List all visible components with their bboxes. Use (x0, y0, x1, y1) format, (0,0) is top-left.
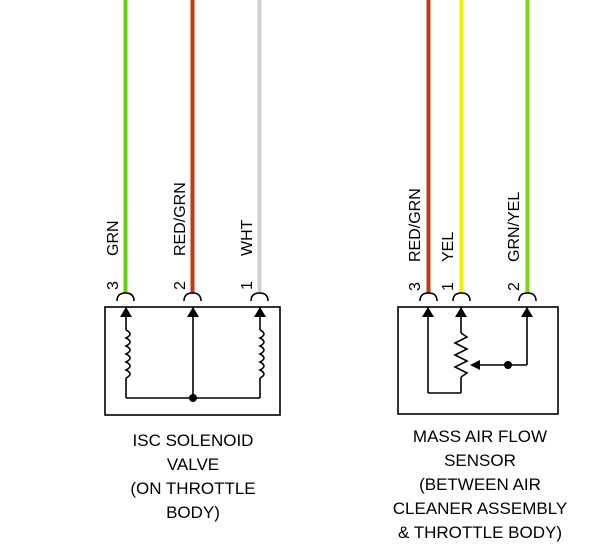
isc-terminal-pin1 (250, 292, 269, 302)
isc-terminal-pin3 (116, 292, 135, 302)
isc-coil-right-icon (258, 329, 265, 379)
maf-caption-line-2: SENSOR (444, 451, 516, 470)
maf-resistor-icon (453, 332, 469, 378)
isc-wire-label-pin1: WHT (239, 219, 256, 256)
isc-arrow-pin1-icon (254, 307, 266, 317)
maf-wire-pin1 (459, 0, 464, 293)
isc-caption-line-3: (ON THROTTLE (130, 479, 255, 498)
maf-pin-number-2: 2 (506, 282, 523, 291)
maf-sensor-component: RED/GRN YEL GRN/YEL 3 1 2 (393, 0, 567, 542)
maf-junction-dot (504, 361, 512, 369)
maf-terminal-pin2 (518, 292, 537, 302)
maf-caption-line-4: CLEANER ASSEMBLY (393, 499, 567, 518)
isc-arrow-pin3-icon (120, 307, 132, 317)
maf-arrow-pin1-icon (455, 307, 467, 317)
maf-terminal-pin1 (452, 292, 471, 302)
maf-arrow-pin2-icon (521, 307, 533, 317)
isc-arrow-pin2-icon (187, 307, 199, 317)
maf-wiper-arrow-icon (470, 360, 480, 370)
maf-component-box (397, 306, 559, 415)
isc-wire-pin3 (123, 0, 128, 293)
maf-pin-number-3: 3 (407, 282, 424, 291)
maf-wire-pin2 (525, 0, 530, 293)
isc-caption-line-2: VALVE (167, 455, 219, 474)
isc-wire-pin2 (190, 0, 195, 293)
isc-pin-number-3: 3 (105, 281, 122, 290)
maf-pin-number-1: 1 (440, 282, 457, 291)
maf-wire-label-pin1: YEL (440, 232, 457, 262)
maf-arrow-pin3-icon (422, 307, 434, 317)
isc-terminal-pin2 (183, 292, 202, 302)
isc-junction-dot (189, 394, 197, 402)
isc-wire-label-pin2: RED/GRN (172, 182, 189, 256)
isc-pin-number-2: 2 (172, 281, 189, 290)
maf-caption-line-5: & THROTTLE BODY) (398, 523, 562, 542)
isc-caption-line-4: BODY) (166, 503, 220, 522)
maf-wire-label-pin3: RED/GRN (407, 188, 424, 262)
isc-pin-number-1: 1 (239, 281, 256, 290)
isc-wire-label-pin3: GRN (105, 220, 122, 256)
maf-wire-pin3 (426, 0, 431, 293)
isc-solenoid-component: GRN RED/GRN WHT 3 2 1 (104, 0, 281, 522)
isc-wire-pin1 (257, 0, 262, 293)
isc-caption-line-1: ISC SOLENOID (133, 431, 254, 450)
maf-wire-label-pin2: GRN/YEL (506, 192, 523, 262)
maf-caption-line-1: MASS AIR FLOW (413, 427, 547, 446)
maf-caption-line-3: (BETWEEN AIR (419, 475, 541, 494)
isc-coil-left-icon (124, 329, 131, 379)
maf-terminal-pin3 (419, 292, 438, 302)
